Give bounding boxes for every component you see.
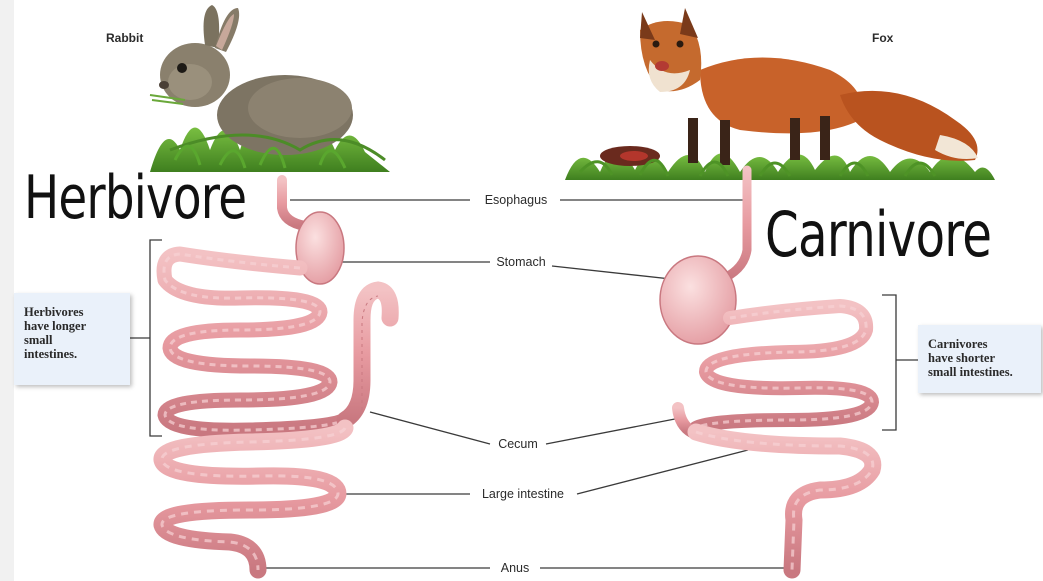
carnivore-title: Carnivore xyxy=(765,204,991,266)
carnivore-esophagus xyxy=(720,170,747,280)
anus-label: Anus xyxy=(501,561,530,575)
herbivore-cecum xyxy=(345,290,390,420)
rabbit-illustration xyxy=(150,5,390,172)
herbivore-digestive-tract xyxy=(162,180,390,570)
large-intestine-label: Large intestine xyxy=(482,487,564,501)
stomach-leader-right xyxy=(552,266,680,280)
herbivore-note-line: Herbivores xyxy=(24,305,120,319)
herbivore-large-intestine xyxy=(162,428,345,570)
herbivore-esophagus xyxy=(282,180,305,226)
carnivore-note-line: small intestines. xyxy=(928,365,1031,379)
carnivore-note-line: Carnivores xyxy=(928,337,1031,351)
carnivore-bracket xyxy=(882,295,896,430)
herbivore-title: Herbivore xyxy=(24,168,246,228)
stomach-label: Stomach xyxy=(496,255,545,269)
herbivore-note-line: have longer xyxy=(24,319,120,333)
carnivore-note: Carnivores have shorter small intestines… xyxy=(918,325,1041,393)
cecum-leader-left xyxy=(370,412,490,444)
page-edge xyxy=(0,0,14,581)
carnivore-stomach xyxy=(660,256,736,344)
cecum-leader-right xyxy=(546,418,680,444)
herbivore-note-line: intestines. xyxy=(24,347,120,361)
large-intestine-leader-right xyxy=(577,450,748,494)
herbivore-note-line: small xyxy=(24,333,120,347)
carnivore-note-line: have shorter xyxy=(928,351,1031,365)
carnivore-large-intestine xyxy=(696,432,873,570)
esophagus-label: Esophagus xyxy=(485,193,548,207)
fox-label: Fox xyxy=(872,31,893,45)
fox-illustration xyxy=(565,8,995,180)
cecum-label: Cecum xyxy=(498,437,538,451)
herbivore-note: Herbivores have longer small intestines. xyxy=(14,293,130,385)
rabbit-label: Rabbit xyxy=(106,31,143,45)
